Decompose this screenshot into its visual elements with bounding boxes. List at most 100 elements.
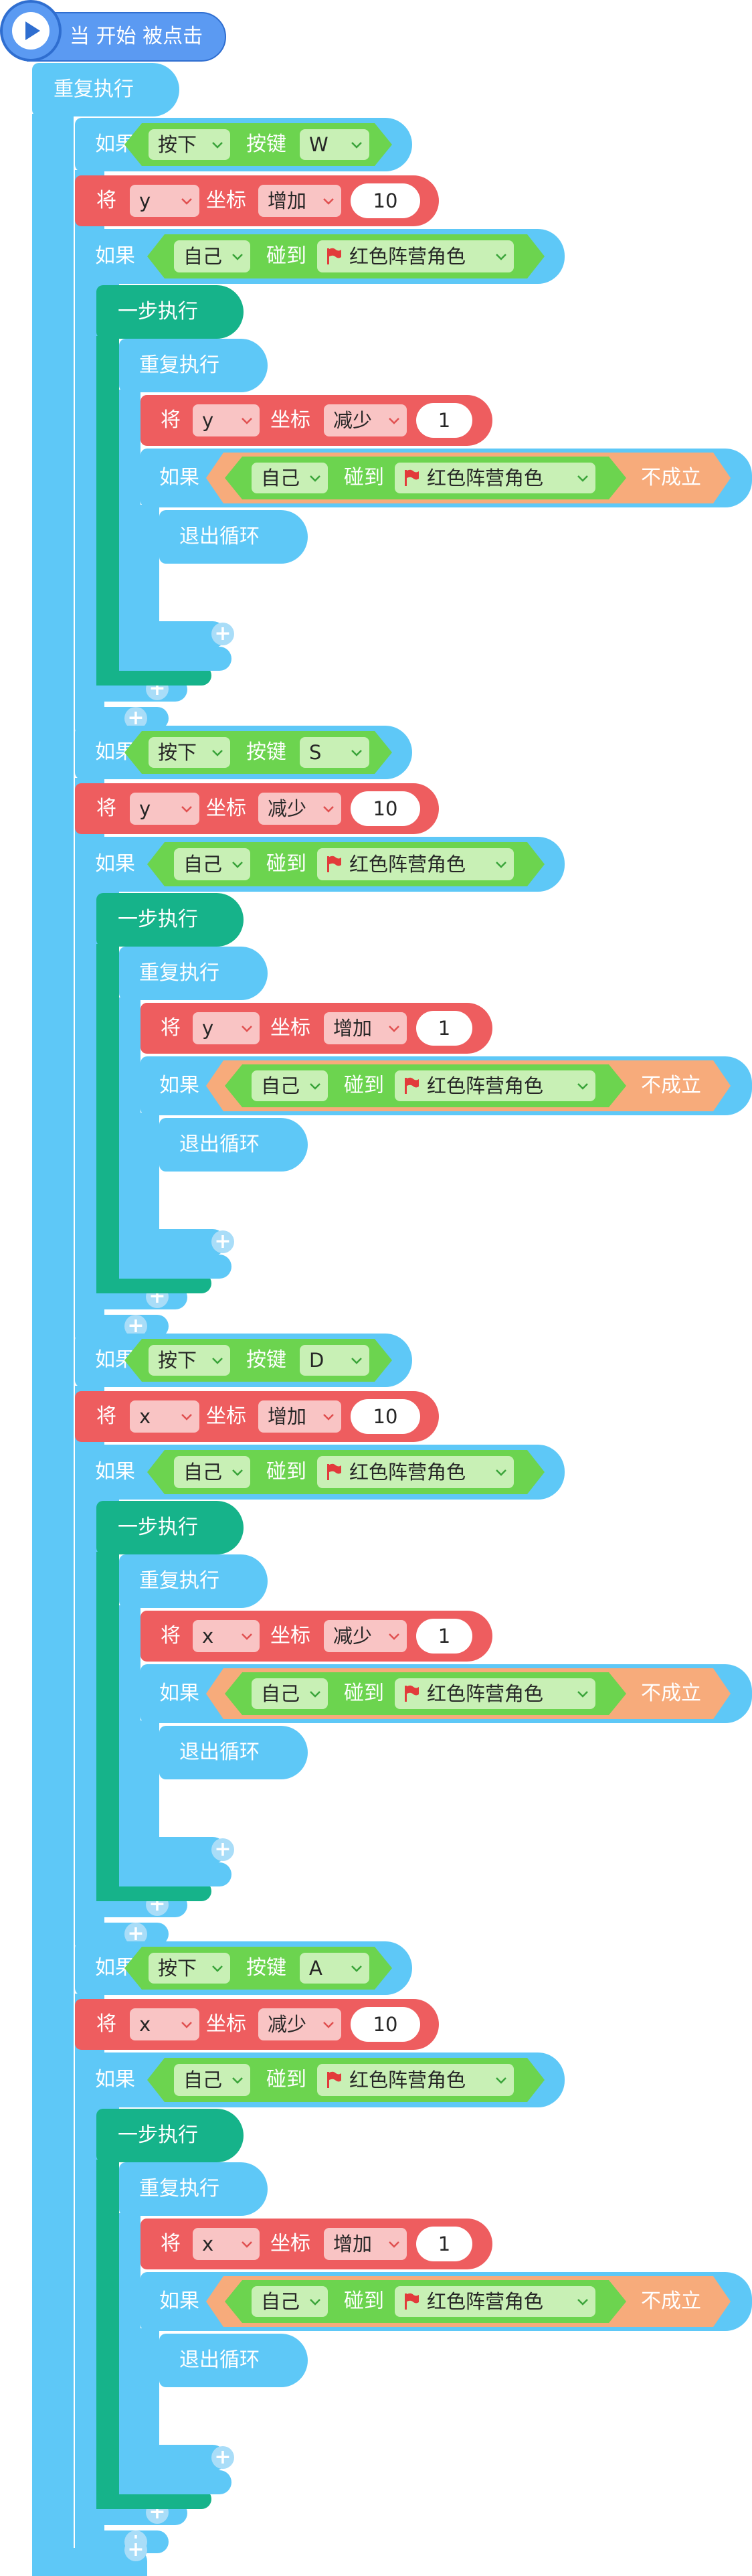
amount-input[interactable]: 1 bbox=[416, 2227, 472, 2261]
amount-input[interactable]: 10 bbox=[351, 183, 420, 218]
axis-dropdown[interactable]: y bbox=[130, 793, 199, 825]
amount-input[interactable]: 1 bbox=[416, 403, 472, 438]
self-dropdown[interactable]: 自己 bbox=[174, 240, 250, 272]
add-block-button[interactable]: + bbox=[211, 2446, 234, 2469]
axis-dropdown[interactable]: y bbox=[193, 1012, 260, 1044]
operation-dropdown[interactable]: 减少 bbox=[324, 1620, 407, 1652]
self-dropdown[interactable]: 自己 bbox=[252, 1070, 328, 1101]
repeat-block[interactable]: 重复执行 bbox=[119, 947, 268, 1000]
self-dropdown[interactable]: 自己 bbox=[252, 2286, 328, 2317]
if-not-touching-block[interactable]: 如果自己碰到红色阵营角色不成立 bbox=[140, 449, 752, 507]
press-dropdown[interactable]: 按下 bbox=[149, 1953, 230, 1984]
if-touching-block[interactable]: 如果自己碰到红色阵营角色 bbox=[95, 837, 565, 892]
add-block-button[interactable]: + bbox=[211, 623, 234, 645]
break-loop-block[interactable]: 退出循环 bbox=[159, 1726, 308, 1779]
add-block-button[interactable]: + bbox=[211, 1838, 234, 1861]
touching-condition[interactable]: 自己碰到红色阵营角色 bbox=[147, 1450, 545, 1494]
press-dropdown[interactable]: 按下 bbox=[149, 1345, 230, 1376]
step-execute-block[interactable]: 一步执行 bbox=[96, 2109, 244, 2162]
if-touching-block[interactable]: 如果自己碰到红色阵营角色 bbox=[95, 2052, 565, 2107]
axis-dropdown[interactable]: x bbox=[193, 2228, 260, 2260]
target-dropdown[interactable]: 红色阵营角色 bbox=[317, 1456, 514, 1488]
step-execute-block[interactable]: 一步执行 bbox=[96, 285, 244, 339]
axis-dropdown[interactable]: y bbox=[130, 185, 199, 217]
key-dropdown[interactable]: W bbox=[300, 129, 369, 160]
self-dropdown[interactable]: 自己 bbox=[174, 848, 250, 880]
if-touching-block[interactable]: 如果自己碰到红色阵营角色 bbox=[95, 229, 565, 284]
operation-dropdown[interactable]: 减少 bbox=[258, 793, 341, 825]
touching-condition[interactable]: 自己碰到红色阵营角色 bbox=[225, 1064, 626, 1107]
amount-input[interactable]: 10 bbox=[351, 2007, 420, 2042]
operation-dropdown[interactable]: 增加 bbox=[324, 1012, 407, 1044]
if-not-touching-block[interactable]: 如果自己碰到红色阵营角色不成立 bbox=[140, 1056, 752, 1115]
repeat-block[interactable]: 重复执行 bbox=[119, 1554, 268, 1608]
add-block-button[interactable]: + bbox=[124, 2539, 147, 2561]
axis-dropdown[interactable]: y bbox=[193, 404, 260, 436]
step-execute-block[interactable]: 一步执行 bbox=[96, 1501, 244, 1554]
if-not-touching-block[interactable]: 如果自己碰到红色阵营角色不成立 bbox=[140, 1664, 752, 1723]
operation-dropdown[interactable]: 增加 bbox=[258, 1400, 341, 1433]
break-loop-block[interactable]: 退出循环 bbox=[159, 2334, 308, 2387]
if-not-touching-block[interactable]: 如果自己碰到红色阵营角色不成立 bbox=[140, 2272, 752, 2331]
amount-input[interactable]: 1 bbox=[416, 1011, 472, 1046]
target-dropdown[interactable]: 红色阵营角色 bbox=[317, 848, 514, 880]
axis-dropdown[interactable]: x bbox=[193, 1620, 260, 1652]
self-dropdown[interactable]: 自己 bbox=[252, 463, 328, 493]
not-operator[interactable]: 自己碰到红色阵营角色不成立 bbox=[206, 1668, 731, 1719]
repeat-block[interactable]: 重复执行 bbox=[119, 339, 268, 392]
operation-dropdown[interactable]: 增加 bbox=[324, 2228, 407, 2260]
touching-condition[interactable]: 自己碰到红色阵营角色 bbox=[225, 1672, 626, 1715]
target-dropdown[interactable]: 红色阵营角色 bbox=[317, 2064, 514, 2096]
break-loop-block[interactable]: 退出循环 bbox=[159, 1118, 308, 1172]
target-dropdown[interactable]: 红色阵营角色 bbox=[317, 240, 514, 272]
press-dropdown[interactable]: 按下 bbox=[149, 129, 230, 160]
amount-input[interactable]: 1 bbox=[416, 1619, 472, 1654]
operation-dropdown[interactable]: 减少 bbox=[258, 2008, 341, 2040]
if-touching-block[interactable]: 如果自己碰到红色阵营角色 bbox=[95, 1445, 565, 1500]
break-loop-block[interactable]: 退出循环 bbox=[159, 510, 308, 564]
add-block-button[interactable]: + bbox=[211, 1230, 234, 1253]
forever-block[interactable]: 重复执行 bbox=[32, 63, 179, 116]
self-dropdown[interactable]: 自己 bbox=[252, 1678, 328, 1709]
touching-condition[interactable]: 自己碰到红色阵营角色 bbox=[225, 457, 626, 499]
key-dropdown[interactable]: S bbox=[300, 737, 369, 768]
axis-dropdown[interactable]: x bbox=[130, 2008, 199, 2040]
not-operator[interactable]: 自己碰到红色阵营角色不成立 bbox=[206, 453, 731, 503]
target-dropdown[interactable]: 红色阵营角色 bbox=[395, 1678, 595, 1709]
touching-condition[interactable]: 自己碰到红色阵营角色 bbox=[147, 234, 545, 278]
key-dropdown[interactable]: D bbox=[300, 1345, 369, 1376]
target-dropdown[interactable]: 红色阵营角色 bbox=[395, 1070, 595, 1101]
target-dropdown[interactable]: 红色阵营角色 bbox=[395, 463, 595, 493]
touching-condition[interactable]: 自己碰到红色阵营角色 bbox=[147, 2058, 545, 2102]
repeat-block[interactable]: 重复执行 bbox=[119, 2162, 268, 2216]
not-operator[interactable]: 自己碰到红色阵营角色不成立 bbox=[206, 2276, 731, 2327]
not-operator[interactable]: 自己碰到红色阵营角色不成立 bbox=[206, 1060, 731, 1111]
amount-input[interactable]: 10 bbox=[351, 1399, 420, 1434]
operation-dropdown[interactable]: 增加 bbox=[258, 185, 341, 217]
self-dropdown[interactable]: 自己 bbox=[174, 1456, 250, 1488]
operation-dropdown[interactable]: 减少 bbox=[324, 404, 407, 436]
touching-condition[interactable]: 自己碰到红色阵营角色 bbox=[147, 842, 545, 886]
target-dropdown[interactable]: 红色阵营角色 bbox=[395, 2286, 595, 2317]
step-execute-block[interactable]: 一步执行 bbox=[96, 893, 244, 947]
amount-input[interactable]: 10 bbox=[351, 791, 420, 826]
press-dropdown[interactable]: 按下 bbox=[149, 737, 230, 768]
self-dropdown[interactable]: 自己 bbox=[174, 2064, 250, 2096]
touching-condition[interactable]: 自己碰到红色阵营角色 bbox=[225, 2280, 626, 2323]
key-dropdown[interactable]: A bbox=[300, 1953, 369, 1984]
